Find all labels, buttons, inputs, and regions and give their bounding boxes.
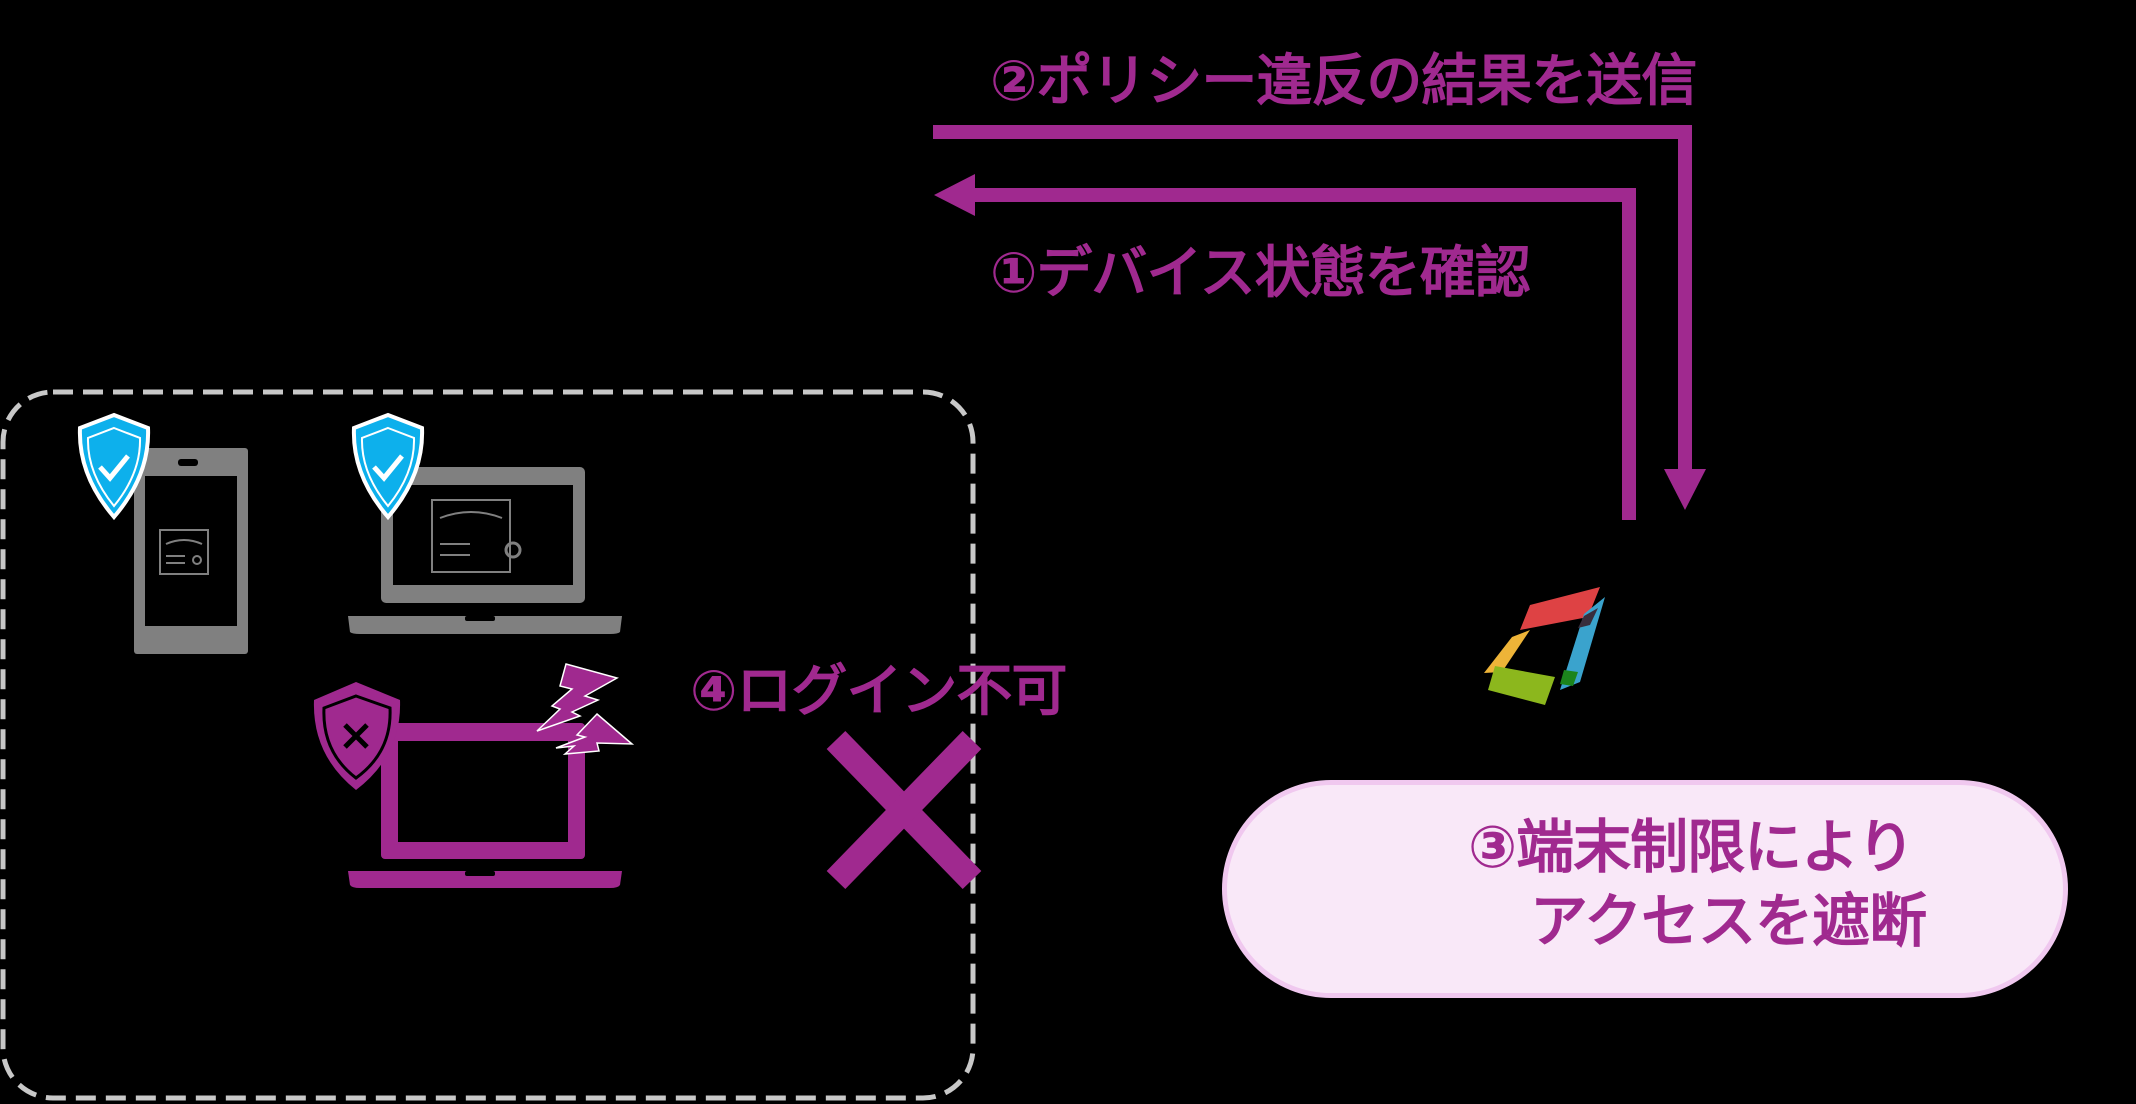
smartphone-icon xyxy=(134,448,248,654)
step2-label: ②ポリシー違反の結果を送信 xyxy=(990,49,1697,114)
shield-check-icon xyxy=(351,412,425,521)
step4-label: ④ログイン不可 xyxy=(690,659,1067,724)
step3-label-line1: ③端末制限により xyxy=(1468,813,1915,881)
step3-label-line2: アクセスを遮断 xyxy=(1530,887,1927,955)
access-blocked-callout xyxy=(1222,780,2068,998)
blocked-x-icon xyxy=(826,730,982,890)
laptop-icon xyxy=(348,467,622,634)
lightning-icon xyxy=(536,663,635,755)
intune-logo-icon xyxy=(1484,587,1605,705)
shield-x-icon xyxy=(313,682,401,790)
step3-label: ③端末制限により アクセスを遮断 xyxy=(1468,810,1927,958)
device-group-border xyxy=(0,389,976,1101)
arrow-step1 xyxy=(934,174,1636,520)
laptop-noncompliant-icon xyxy=(348,723,622,888)
arrow-step2 xyxy=(933,125,1706,510)
shield-check-icon xyxy=(77,412,151,521)
step1-label: ①デバイス状態を確認 xyxy=(990,241,1531,306)
